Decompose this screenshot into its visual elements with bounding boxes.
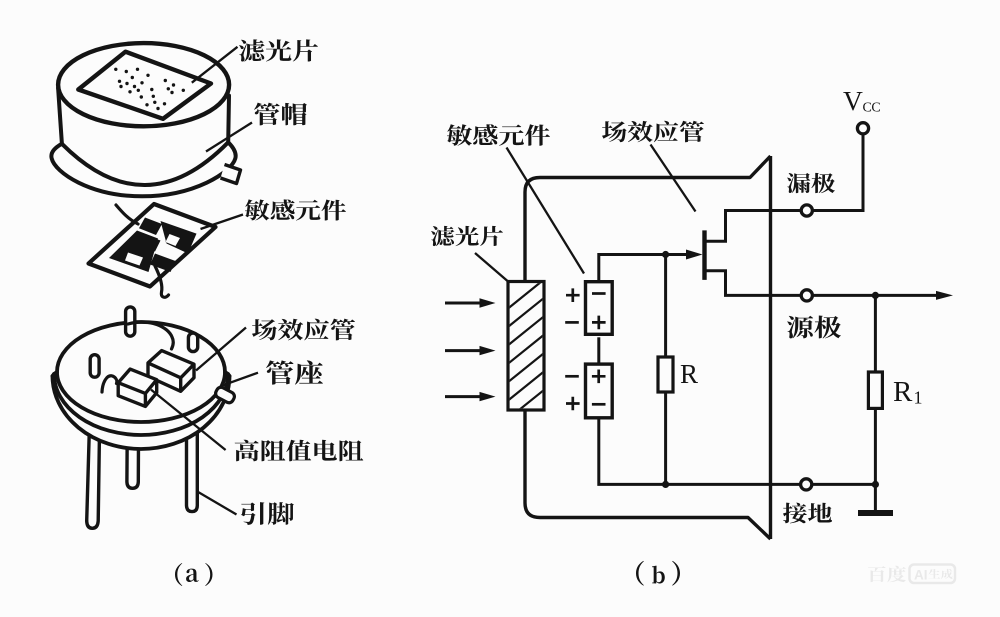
- svg-text:CC: CC: [863, 101, 881, 116]
- svg-text:AI: AI: [914, 568, 928, 583]
- svg-text:R: R: [680, 359, 698, 389]
- svg-text:V: V: [843, 85, 863, 116]
- svg-text:1: 1: [914, 388, 923, 408]
- svg-text:R: R: [893, 376, 913, 408]
